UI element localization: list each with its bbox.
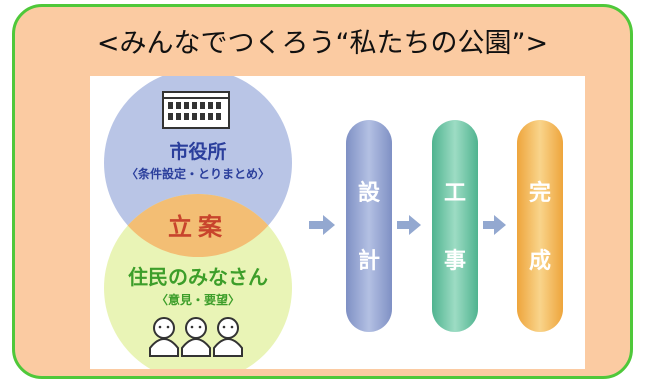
step-completion-bottom: 成	[529, 249, 551, 274]
step-design-top: 設	[358, 180, 381, 206]
arrow-to-design	[309, 215, 335, 235]
residents-role: 〈意見・要望〉	[156, 292, 240, 307]
arrow-to-construction	[397, 215, 421, 235]
residents-label: 住民のみなさん	[128, 265, 268, 289]
building-icon	[162, 91, 230, 129]
title-card: <みんなでつくろう“私たちの公園”>	[12, 4, 633, 382]
step-completion-top: 完	[529, 180, 551, 206]
city-hall-role: 〈条件設定・とりまとめ〉	[126, 166, 270, 181]
step-construction-bottom: 事	[444, 248, 466, 274]
arrow-to-completion	[483, 215, 506, 235]
overlap-label: 立案	[168, 213, 228, 241]
step-construction	[432, 120, 478, 332]
page-title: <みんなでつくろう“私たちの公園”>	[96, 28, 549, 59]
residents-icon	[149, 317, 243, 357]
step-design	[346, 120, 392, 332]
process-diagram: 市役所 〈条件設定・とりまとめ〉 立案 住民のみなさん 〈意見・要望〉 設 計 …	[90, 69, 585, 382]
step-completion	[517, 120, 563, 332]
step-construction-top: 工	[444, 181, 466, 206]
step-design-bottom: 計	[358, 248, 380, 274]
city-hall-label: 市役所	[169, 140, 226, 163]
overlap-region	[104, 194, 292, 257]
